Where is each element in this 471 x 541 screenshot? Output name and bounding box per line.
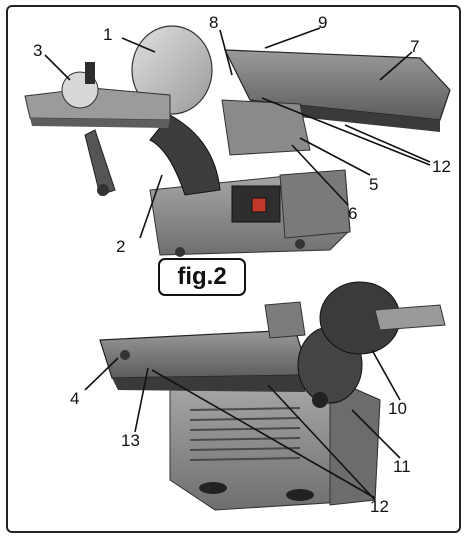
callout-3: 3 — [33, 41, 43, 60]
callout-6: 6 — [348, 204, 358, 223]
callout-7: 7 — [410, 37, 420, 56]
callout-5: 5 — [369, 175, 379, 194]
callout-4: 4 — [70, 389, 80, 408]
callout-8: 8 — [209, 13, 219, 32]
top-sanding-disc — [131, 25, 213, 115]
bottom-leader-lines — [84, 349, 401, 501]
callout-1: 1 — [103, 25, 113, 44]
callout-12-bottom: 12 — [370, 497, 389, 516]
callout-11: 11 — [393, 457, 411, 476]
callout-10: 10 — [388, 399, 407, 418]
callout-12-top: 12 — [432, 157, 451, 176]
callout-2: 2 — [116, 237, 126, 256]
top-machine — [24, 25, 451, 257]
top-switch — [251, 197, 267, 213]
figure-caption: fig.2 — [158, 258, 246, 296]
top-leader-lines — [44, 27, 431, 239]
callout-9: 9 — [318, 13, 328, 32]
callout-13: 13 — [121, 431, 140, 450]
